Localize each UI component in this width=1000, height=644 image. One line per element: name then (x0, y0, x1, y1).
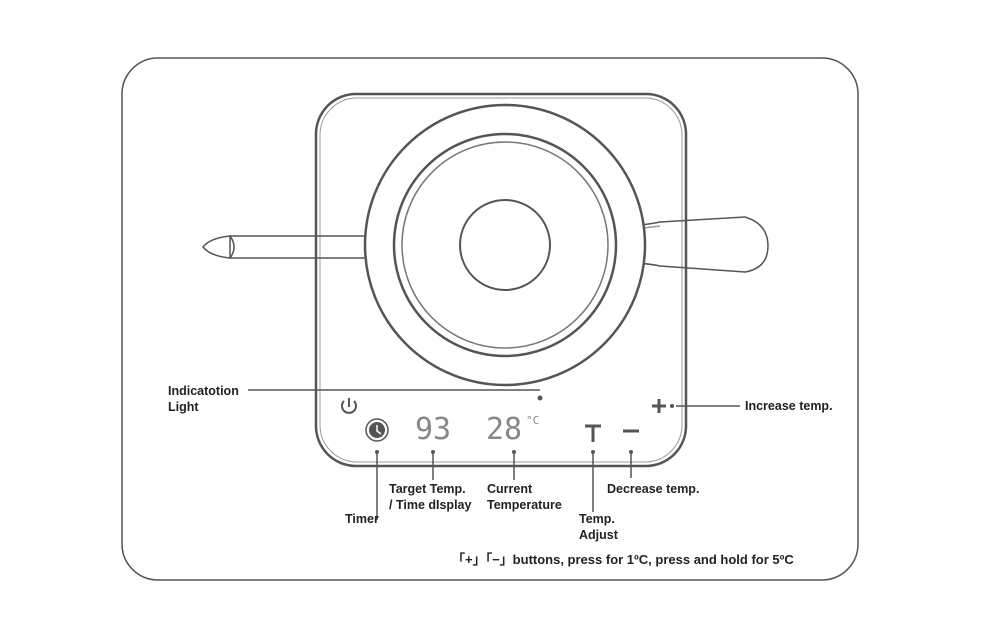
decrease-label: Decrease temp. (607, 482, 700, 496)
kettle-body (363, 103, 647, 387)
adjust-label-line-1: Temp. (579, 512, 615, 526)
leader-dot-adjust (591, 450, 595, 454)
timer-label: Timer (345, 512, 379, 526)
timer-icon-ring (365, 418, 389, 442)
kettle-rim (392, 132, 618, 358)
current-label-line-1: Current (487, 482, 533, 496)
note-text: 「+」「−」buttons, press for 1ºC, press and … (452, 552, 794, 567)
target-label-line-2: / Time dIsplay (389, 498, 472, 512)
temp-adjust-icon (585, 424, 601, 442)
leader-dot-increase (670, 404, 674, 408)
indication-light (537, 395, 543, 401)
clock-hands-icon (376, 425, 382, 435)
outer-frame (121, 57, 859, 581)
increase-label: Increase temp. (745, 399, 833, 413)
spout-tip (202, 235, 235, 259)
spout (229, 235, 371, 259)
plus-icon (652, 399, 666, 413)
base (314, 92, 688, 468)
target-temp-display: 93 (415, 412, 452, 447)
adjust-label-line-2: Adjust (579, 528, 618, 542)
lid (459, 199, 551, 291)
target-label-line-1: Target Temp. (389, 482, 466, 496)
current-label-line-2: Temperature (487, 498, 562, 512)
base-inner-edge (319, 97, 683, 463)
leader-dot-target (431, 450, 435, 454)
indication-light-label-line-1: Indicatotion (168, 384, 239, 398)
power-icon (341, 398, 357, 414)
kettle-rim-inner (401, 141, 609, 349)
handle (609, 216, 769, 273)
unit-label: °C (526, 414, 540, 427)
leader-dot-timer (375, 450, 379, 454)
target-label: Target Temp. / Time dIsplay (389, 481, 471, 513)
indication-light-label-line-2: Light (168, 400, 199, 414)
adjust-label: Temp. Adjust (579, 511, 618, 543)
leader-dot-current (512, 450, 516, 454)
current-temp-display: 28 (486, 412, 523, 447)
leader-dot-decrease (629, 450, 633, 454)
